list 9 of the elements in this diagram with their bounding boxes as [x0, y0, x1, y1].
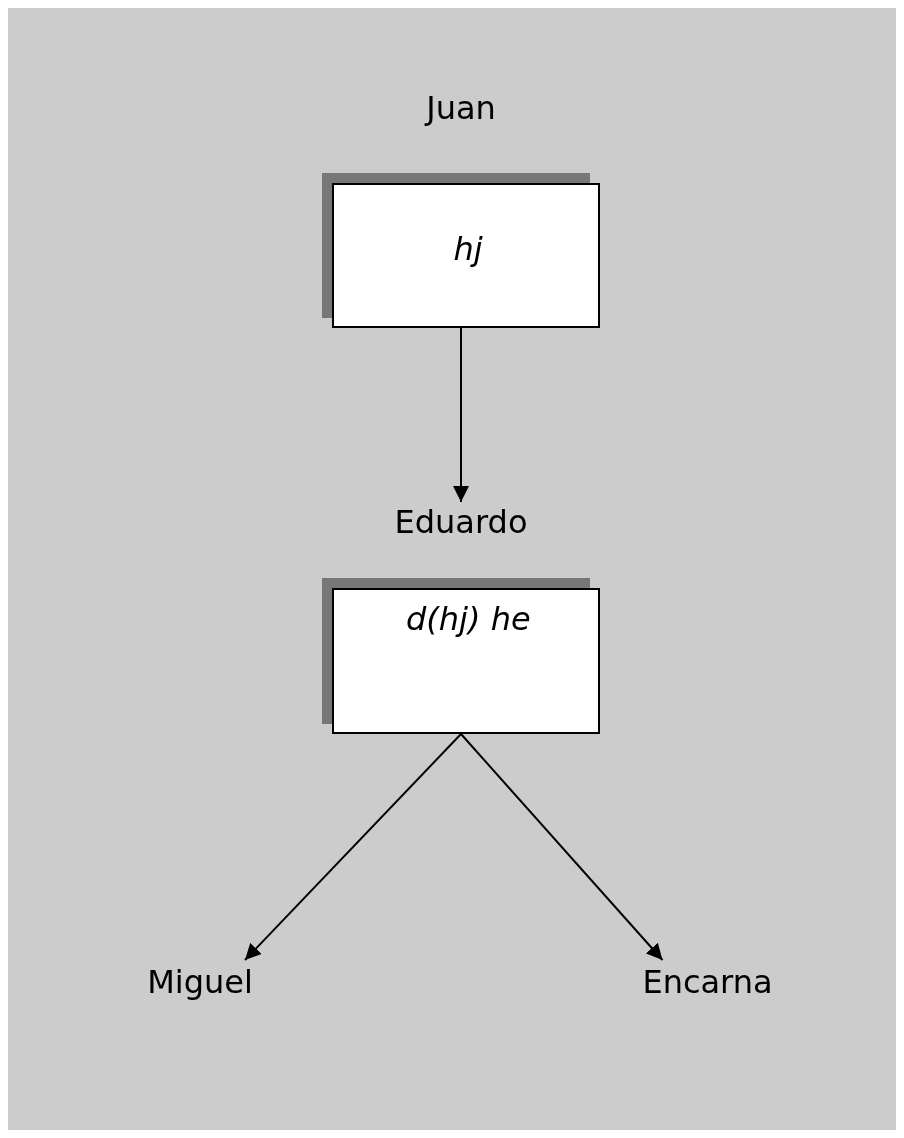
box-text: hj: [452, 230, 484, 268]
node-label: Miguel: [146, 962, 254, 1002]
arrow: [460, 733, 664, 961]
node-heading: Juan: [423, 88, 497, 128]
arrow: [244, 733, 462, 961]
node-heading: Eduardo: [393, 502, 529, 542]
node-label: Encarna: [641, 962, 774, 1002]
arrow: [453, 327, 469, 503]
box-text: d(hj) he: [406, 600, 532, 638]
